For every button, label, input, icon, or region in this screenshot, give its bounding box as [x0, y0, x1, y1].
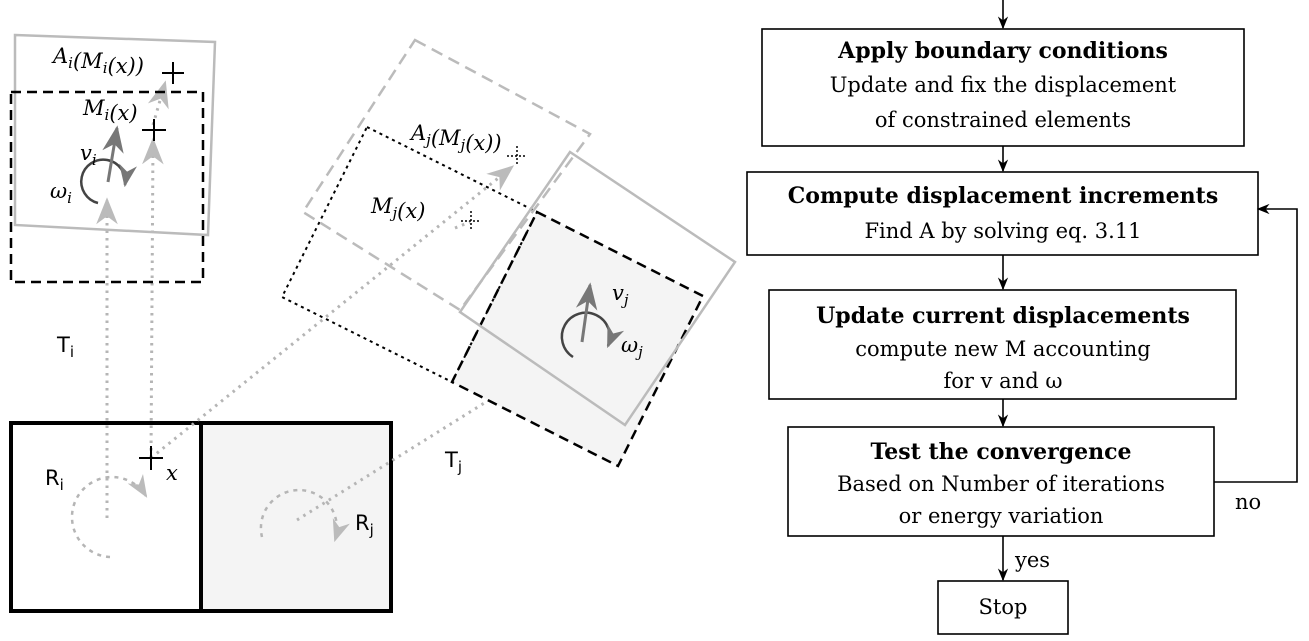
- element-j-dotted-box: [280, 125, 539, 384]
- label-wi: ωi: [50, 179, 72, 207]
- boundary-title: Apply boundary conditions: [837, 38, 1168, 64]
- element-j: [280, 38, 737, 468]
- label-vj: vj: [612, 281, 629, 309]
- element-i-rotated-box: [13, 33, 217, 237]
- label-Tj: Tj: [444, 448, 462, 476]
- rotation-arcs-reference: [70, 474, 350, 559]
- rotation-arc-wj: [560, 311, 625, 359]
- box-boundary-conditions: [761, 28, 1245, 147]
- label-Mi: Mi(x): [82, 96, 138, 125]
- boundary-line1: Update and fix the displacement: [830, 73, 1177, 97]
- translation-x-Mi-line: [142, 137, 164, 459]
- element-i: [9, 33, 217, 284]
- element-j-shaded-box: [450, 210, 705, 468]
- square-Rj: [199, 421, 393, 613]
- rotation-arc-Ri: [70, 474, 148, 559]
- crosshair-Ai: [162, 62, 184, 84]
- box-update-displacements: [768, 289, 1237, 400]
- boundary-line2: of constrained elements: [875, 108, 1131, 132]
- velocity-vi-arrow: [102, 125, 124, 183]
- mi-to-ai-line: [147, 80, 169, 126]
- label-x: x: [166, 461, 178, 485]
- label-Ti: Ti: [56, 333, 74, 361]
- update-title: Update current displacements: [816, 303, 1190, 329]
- left-labels: Ai(Mi(x)) Mi(x) vi ωi Ti Ri x Aj(Mj(x)) …: [45, 44, 643, 539]
- element-j-dashed-gray-box: [301, 38, 592, 312]
- rotation-arc-wi: [80, 158, 137, 205]
- stop-label: Stop: [979, 595, 1028, 619]
- label-wj: ωj: [621, 333, 643, 361]
- label-Ri: Ri: [45, 466, 64, 494]
- label-Mj: Mj(x): [370, 194, 425, 223]
- translation-x-Aj-line: [150, 165, 515, 460]
- box-test-convergence: [787, 426, 1215, 537]
- test-title: Test the convergence: [870, 439, 1131, 465]
- label-Rj: Rj: [355, 511, 374, 539]
- edge-no-loop: [1214, 203, 1298, 483]
- box-stop: [937, 580, 1069, 635]
- update-line2: for v and ω: [944, 369, 1063, 393]
- element-j-rotated-box: [458, 150, 737, 427]
- update-line1: compute new M accounting: [855, 337, 1150, 361]
- velocity-vj-arrow: [575, 282, 598, 343]
- mj-to-aj-line: [454, 220, 471, 230]
- crosshair-Aj: [507, 146, 527, 166]
- crosshair-Mi: [142, 119, 166, 141]
- label-Aj: Aj(Mj(x)): [409, 121, 502, 155]
- reference-squares: [9, 421, 393, 613]
- translation-lines: [96, 80, 585, 522]
- flowchart: [746, 0, 1298, 635]
- element-i-dashed-box: [9, 90, 205, 284]
- test-line1: Based on Number of iterations: [837, 472, 1165, 496]
- label-vi: vi: [80, 141, 97, 169]
- edge-label-no: no: [1235, 490, 1261, 514]
- edge-label-yes: yes: [1014, 548, 1050, 572]
- test-line2: or energy variation: [899, 504, 1104, 528]
- box-displacement-increments: [746, 171, 1259, 256]
- increments-title: Compute displacement increments: [788, 183, 1218, 209]
- label-Ai: Ai(Mi(x)): [51, 44, 144, 78]
- rotation-arc-Rj: [259, 488, 350, 543]
- crosshair-Mj: [461, 211, 481, 231]
- flowchart-text: Apply boundary conditions Update and fix…: [788, 38, 1218, 619]
- increments-line1: Find A by solving eq. 3.11: [864, 219, 1141, 243]
- crosshair-x: [139, 446, 163, 470]
